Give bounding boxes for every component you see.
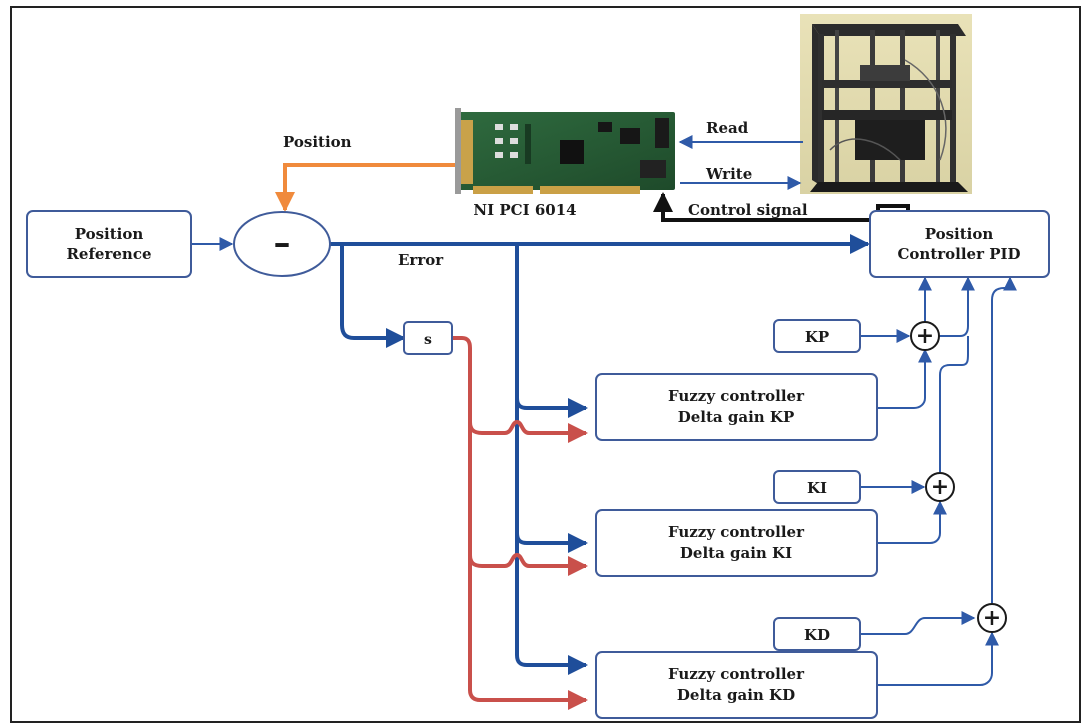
sum-ki-plus: + xyxy=(931,474,949,500)
test-rig-photo xyxy=(800,14,972,194)
kp-label: KP xyxy=(805,328,829,346)
ni-card-label: NI PCI 6014 xyxy=(473,201,576,219)
read-label: Read xyxy=(706,119,749,137)
derivative-label: s xyxy=(424,332,432,348)
control-signal-label: Control signal xyxy=(688,201,808,219)
fuzzy-ki-label-1: Fuzzy controller xyxy=(668,523,805,541)
ni-pci-card-photo xyxy=(455,108,675,194)
kp-gain-block: KP xyxy=(774,320,860,352)
kd-gain-block: KD xyxy=(774,618,860,650)
error-label: Error xyxy=(398,251,444,269)
sum-kd-node: + xyxy=(978,604,1006,632)
ki-label: KI xyxy=(807,479,827,497)
position-feedback-label: Position xyxy=(283,133,352,151)
fuzzy-ki-block: Fuzzy controller Delta gain KI xyxy=(596,510,877,576)
fuzzy-kd-label-2: Delta gain KD xyxy=(677,686,795,704)
sum-ki-node: + xyxy=(926,473,954,501)
fuzzy-kp-label-2: Delta gain KP xyxy=(678,408,794,426)
pid-label-1: Position xyxy=(925,225,994,243)
position-reference-block: Position Reference xyxy=(27,211,191,277)
write-label: Write xyxy=(705,165,752,183)
sum-kp-plus: + xyxy=(916,323,934,349)
fuzzy-kp-label-1: Fuzzy controller xyxy=(668,387,805,405)
kd-label: KD xyxy=(804,626,830,644)
position-reference-label-2: Reference xyxy=(66,245,151,263)
sum-kp-node: + xyxy=(911,322,939,350)
fuzzy-ki-label-2: Delta gain KI xyxy=(680,544,792,562)
pid-controller-block: Position Controller PID xyxy=(870,211,1049,277)
fuzzy-kd-block: Fuzzy controller Delta gain KD xyxy=(596,652,877,718)
fuzzy-kp-block: Fuzzy controller Delta gain KP xyxy=(596,374,877,440)
ki-gain-block: KI xyxy=(774,471,860,503)
sum-kd-plus: + xyxy=(983,605,1001,631)
summing-sign: – xyxy=(274,223,291,263)
pid-label-2: Controller PID xyxy=(897,245,1020,263)
fuzzy-kd-label-1: Fuzzy controller xyxy=(668,665,805,683)
summing-junction: – xyxy=(234,212,330,276)
derivative-block: s xyxy=(404,322,452,354)
position-reference-label-1: Position xyxy=(75,225,144,243)
